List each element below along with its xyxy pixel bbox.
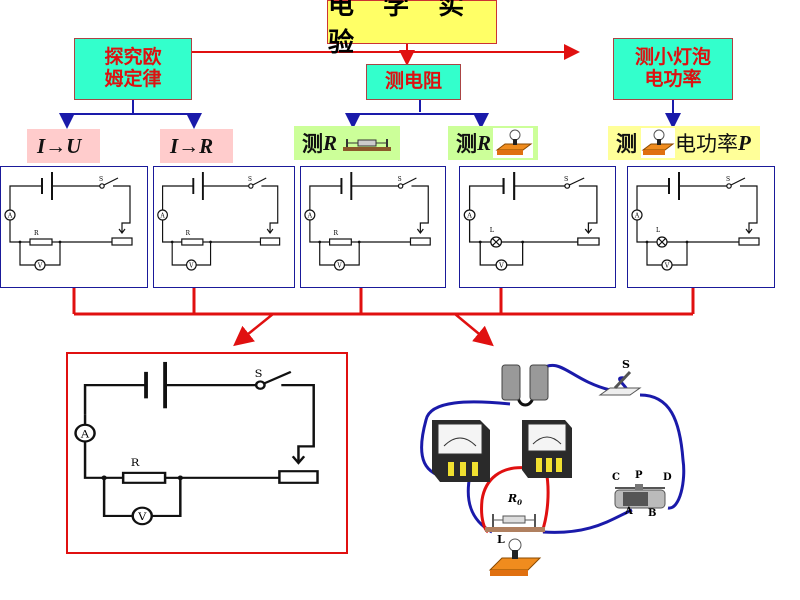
battery-icon: [501, 364, 549, 401]
sub-label-prefix: 测: [616, 132, 637, 156]
category-power-line1: 测小灯泡: [634, 46, 711, 69]
sub-label-p: P: [738, 130, 751, 155]
rheostat-label-b: B: [648, 508, 656, 519]
rheostat-icon: [614, 484, 666, 509]
sub-label-i-r-text: I→R: [170, 133, 214, 158]
wire-blue: [542, 508, 633, 534]
category-ohm-line1: 探究欧: [104, 46, 162, 69]
rheostat-label-d: D: [663, 472, 672, 483]
arrow-to-apparatus: [454, 313, 494, 347]
switch-label: S: [622, 358, 630, 371]
circuit-panel-measure-r-lamp: [459, 166, 616, 288]
resistor-icon: [343, 139, 392, 151]
rheostat-label-a: A: [624, 506, 633, 517]
rheostat-label-c: C: [612, 472, 620, 483]
ammeter-icon: [432, 420, 490, 482]
resistor-label: R0: [507, 492, 522, 507]
voltmeter-icon: [522, 420, 572, 478]
sub-label-r: R: [477, 130, 492, 155]
knife-switch-icon: [598, 370, 642, 396]
main-title: 电 学 实 验: [327, 0, 497, 58]
category-ohm-line2: 姆定律: [104, 68, 162, 90]
sub-label-prefix: 测: [302, 132, 323, 156]
category-ohm-law[interactable]: 探究欧姆定律: [74, 38, 192, 100]
wire-red: [480, 466, 529, 534]
resistor-board-icon: [485, 514, 545, 532]
circuit-panel-measure-r: [300, 166, 446, 288]
apparatus-illustration: S C P D A B R0 L: [420, 358, 686, 576]
sub-label-i-u: I→U: [27, 129, 100, 163]
category-resistance-label: 测电阻: [384, 70, 442, 93]
circuit-panel-lamp-power: [627, 166, 775, 288]
lamp-label: L: [497, 533, 505, 546]
sub-label-i-r: I→R: [160, 129, 233, 163]
lamp-board-icon: [493, 128, 534, 158]
red-bus-connector: [72, 288, 695, 316]
category-power-line2: 电功率: [644, 68, 702, 90]
wire-blue: [420, 400, 511, 480]
category-lamp-power[interactable]: 测小灯泡电功率: [613, 38, 733, 100]
general-circuit-panel: [66, 352, 348, 554]
resistance-branch-connector: [345, 100, 489, 129]
ohm-branch-connector: [59, 100, 202, 129]
wire-blue: [639, 393, 686, 510]
sub-label-suffix: 电功率: [675, 132, 738, 156]
circuit-panel-ohm-ir: [153, 166, 295, 288]
sub-label-r: R: [323, 130, 338, 155]
lamp-board-icon: [641, 128, 675, 158]
main-title-text: 电 学 实 验: [328, 0, 475, 58]
circuit-panel-ohm-iu: [0, 166, 148, 288]
lamp-board-icon: [488, 538, 542, 576]
rheostat-label-p: P: [635, 470, 643, 481]
arrow-to-general-circuit: [233, 313, 274, 347]
wire-red: [540, 469, 550, 533]
sub-label-prefix: 测: [456, 132, 477, 156]
sub-label-i-u-text: I→U: [37, 133, 82, 158]
category-resistance[interactable]: 测电阻: [366, 64, 461, 100]
